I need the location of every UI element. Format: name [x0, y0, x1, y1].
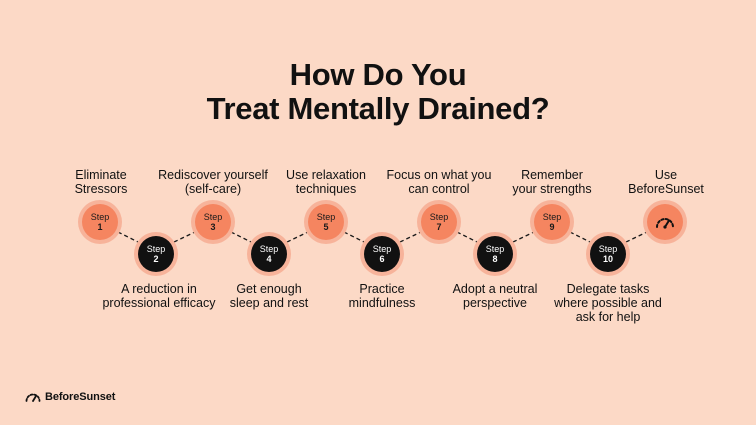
step-8-circle: Step 8: [477, 236, 513, 272]
step-number: 9: [549, 222, 555, 232]
caption-step-8: Adopt a neutral perspective: [452, 282, 538, 310]
step-label: Step: [146, 244, 166, 254]
step-label: Step: [259, 244, 279, 254]
caption-step-4: Get enough sleep and rest: [229, 282, 309, 310]
step-number: 7: [436, 222, 442, 232]
caption-step-9: Remember your strengths: [512, 168, 592, 196]
caption-step-10: Delegate tasks where possible and ask fo…: [554, 282, 662, 324]
logo-text: BeforeSunset: [45, 391, 116, 403]
caption-step-1: Eliminate Stressors: [74, 168, 128, 196]
step-4-circle: Step 4: [251, 236, 287, 272]
step-label: Step: [598, 244, 618, 254]
caption-step-3: Rediscover yourself (self-care): [158, 168, 268, 196]
gauge-icon: [656, 218, 674, 229]
step-9-circle: Step 9: [534, 204, 570, 240]
step-6-circle: Step 6: [364, 236, 400, 272]
connector-9-10: [569, 231, 591, 243]
connector-8-9: [512, 231, 535, 243]
connector-3-4: [230, 231, 252, 243]
title-line-2: Treat Mentally Drained?: [206, 91, 550, 126]
step-3-circle: Step 3: [195, 204, 231, 240]
connector-2-3: [173, 231, 196, 243]
connector-10-final: [625, 231, 648, 243]
caption-step-6: Practice mindfulness: [348, 282, 416, 310]
step-number: 10: [602, 254, 613, 264]
step-number: 2: [153, 254, 159, 264]
caption-step-7: Focus on what you can control: [386, 168, 492, 196]
step-number: 3: [210, 222, 216, 232]
step-label: Step: [316, 212, 336, 222]
step-label: Step: [429, 212, 449, 222]
final-step-circle: [647, 204, 683, 240]
brand-logo: BeforeSunset: [25, 391, 115, 403]
step-10-circle: Step 10: [590, 236, 626, 272]
title-line-1: How Do You: [289, 57, 467, 92]
connector-5-6: [343, 231, 365, 243]
step-label: Step: [542, 212, 562, 222]
step-1-circle: Step 1: [82, 204, 118, 240]
step-number: 8: [492, 254, 498, 264]
step-number: 5: [323, 222, 329, 232]
step-label: Step: [203, 212, 223, 222]
caption-step-2: A reduction in professional efficacy: [102, 282, 216, 310]
caption-step-5: Use relaxation techniques: [286, 168, 366, 196]
step-label: Step: [485, 244, 505, 254]
connector-4-5: [286, 231, 309, 243]
step-7-circle: Step 7: [421, 204, 457, 240]
step-number: 1: [97, 222, 103, 232]
connector-7-8: [456, 231, 478, 243]
connector-1-2: [117, 231, 139, 243]
step-label: Step: [90, 212, 110, 222]
step-2-circle: Step 2: [138, 236, 174, 272]
step-label: Step: [372, 244, 392, 254]
step-5-circle: Step 5: [308, 204, 344, 240]
sunrise-logo-icon: [25, 393, 41, 402]
step-number: 4: [266, 254, 272, 264]
caption-final: Use BeforeSunset: [628, 168, 704, 196]
step-number: 6: [379, 254, 385, 264]
connector-6-7: [399, 231, 422, 243]
